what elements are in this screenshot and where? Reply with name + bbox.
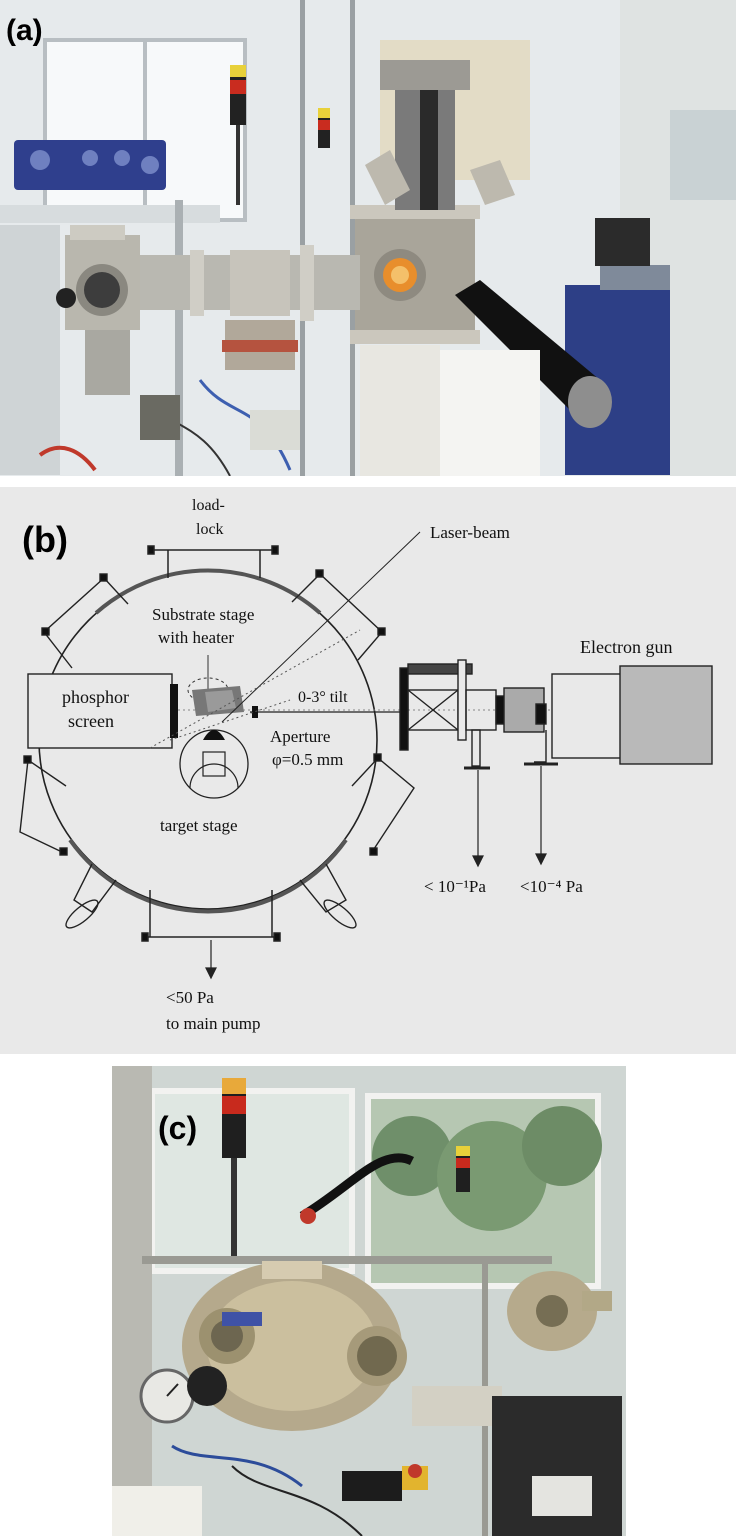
label-aperture-2: φ=0.5 mm xyxy=(272,750,343,769)
label-substrate-stage-2: with heater xyxy=(158,628,234,647)
lab-apparatus-photo-a xyxy=(0,0,736,476)
label-target-stage: target stage xyxy=(160,816,238,835)
label-pump-1: <50 Pa xyxy=(166,988,214,1007)
photo-panel-a: (a) xyxy=(0,0,736,476)
phosphor-screen xyxy=(27,673,178,749)
label-pressure-1: < 10⁻¹Pa xyxy=(424,877,486,896)
beam-line-and-pumps xyxy=(399,659,713,770)
label-pressure-2: <10⁻⁴ Pa xyxy=(520,877,583,896)
pump-arrows xyxy=(205,766,547,980)
label-load-lock-2: lock xyxy=(196,521,224,538)
bottom-pump-port xyxy=(141,890,281,942)
target-stage xyxy=(179,729,249,799)
schematic-labels: load- lock Laser-beam Substrate stage wi… xyxy=(62,497,672,1033)
electron-beam-path xyxy=(178,706,620,718)
label-phosphor-2: screen xyxy=(68,711,114,731)
label-laser-beam: Laser-beam xyxy=(430,523,510,542)
label-phosphor-1: phosphor xyxy=(62,687,129,707)
photo-panel-c: (c) xyxy=(112,1066,626,1536)
laser-beam xyxy=(149,531,421,749)
label-aperture-1: Aperture xyxy=(270,727,330,746)
diagonal-ports xyxy=(19,569,415,929)
label-substrate-stage-1: Substrate stage xyxy=(152,605,254,624)
label-tilt: 0-3° tilt xyxy=(298,689,348,706)
label-electron-gun: Electron gun xyxy=(580,637,672,657)
load-lock-port xyxy=(147,545,279,578)
panel-label-c: (c) xyxy=(158,1110,198,1146)
schematic-panel-b: load- lock Laser-beam Substrate stage wi… xyxy=(0,487,736,1054)
substrate-stage xyxy=(187,655,244,716)
panel-label-b: (b) xyxy=(22,519,68,560)
rheed-pld-schematic: load- lock Laser-beam Substrate stage wi… xyxy=(0,487,736,1054)
label-pump-2: to main pump xyxy=(166,1014,260,1033)
lab-apparatus-photo-c xyxy=(112,1066,626,1536)
panel-label-a: (a) xyxy=(6,14,43,47)
label-load-lock-1: load- xyxy=(192,497,225,514)
